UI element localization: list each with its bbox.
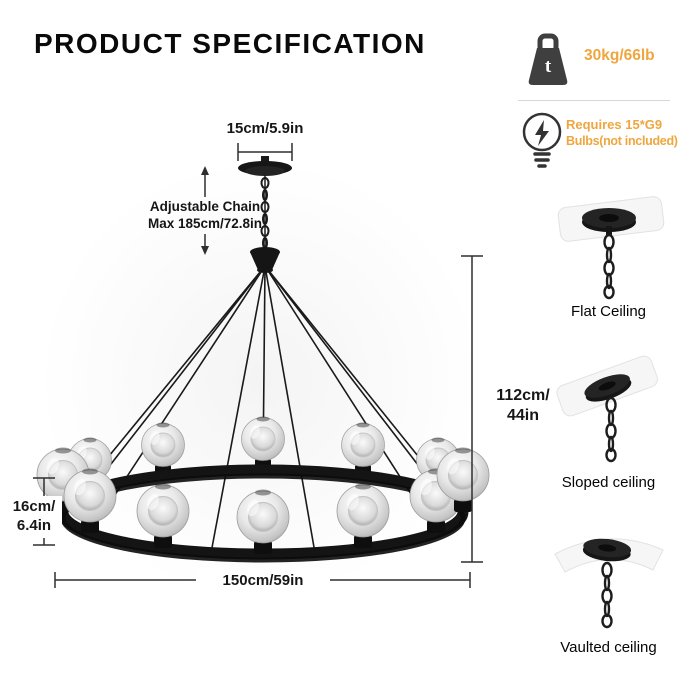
adjustable-chain-label: Adjustable Chain Max 185cm/72.8in xyxy=(126,199,284,233)
weight-spec: t xyxy=(522,32,574,88)
diameter-label: 150cm/59in xyxy=(196,569,330,594)
dimension-lines xyxy=(33,143,483,588)
sloped-ceiling-label: Sloped ceiling xyxy=(561,474,656,491)
overall-height-line2: 44in xyxy=(506,407,539,424)
adjustable-chain-line2: Max 185cm/72.8in xyxy=(147,215,263,231)
weight-icon xyxy=(528,33,568,85)
shade-height-line2: 6.4in xyxy=(16,516,52,534)
bulb-icon xyxy=(522,112,562,168)
overall-height-label: 112cm/ 44in xyxy=(478,386,568,426)
flat-ceiling-icon xyxy=(557,196,665,300)
canopy-width-label: 15cm/5.9in xyxy=(226,120,304,137)
adjustable-chain-line1: Adjustable Chain xyxy=(149,199,261,214)
overall-height-line1: 112cm/ xyxy=(496,387,550,404)
shade-height-label: 16cm/ 6.4in xyxy=(6,496,62,538)
page-title: PRODUCT SPECIFICATION xyxy=(34,28,426,59)
vaulted-ceiling-icon xyxy=(554,538,664,629)
flat-ceiling-label: Flat Ceiling xyxy=(570,303,647,320)
bulb-requirement-line2: Bulbs(not included) xyxy=(566,134,678,148)
canopy-and-chain xyxy=(238,156,292,273)
vaulted-ceiling-label: Vaulted ceiling xyxy=(560,639,657,656)
weight-value: 30kg/66lb xyxy=(584,47,655,64)
bulb-requirement-line1: Requires 15*G9 xyxy=(566,117,663,132)
shade-height-line1: 16cm/ xyxy=(12,498,56,515)
section-divider xyxy=(518,100,670,101)
weight-icon-letter: t xyxy=(544,56,552,77)
sloped-ceiling-icon xyxy=(556,355,658,463)
